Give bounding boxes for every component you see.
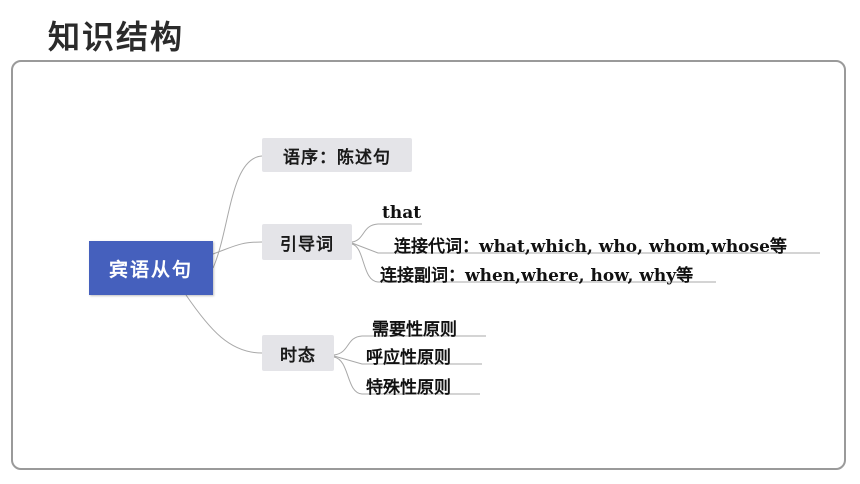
leaf-necessity-principle: 需要性原则	[372, 320, 457, 340]
root-node-object-clause: 宾语从句	[89, 241, 213, 295]
leaf-relative-adverbs: 连接副词：when,where, how, why等	[380, 266, 694, 286]
branch-word-order: 语序：陈述句	[262, 138, 412, 172]
page-title: 知识结构	[48, 18, 185, 56]
branch-tense: 时态	[262, 335, 334, 371]
leaf-special-principle: 特殊性原则	[366, 378, 451, 398]
leaf-that: that	[382, 203, 422, 223]
leaf-relative-pronouns: 连接代词：what,which, who, whom,whose等	[394, 237, 787, 257]
branch-connectives: 引导词	[262, 224, 352, 260]
leaf-correspondence-principle: 呼应性原则	[366, 348, 451, 368]
